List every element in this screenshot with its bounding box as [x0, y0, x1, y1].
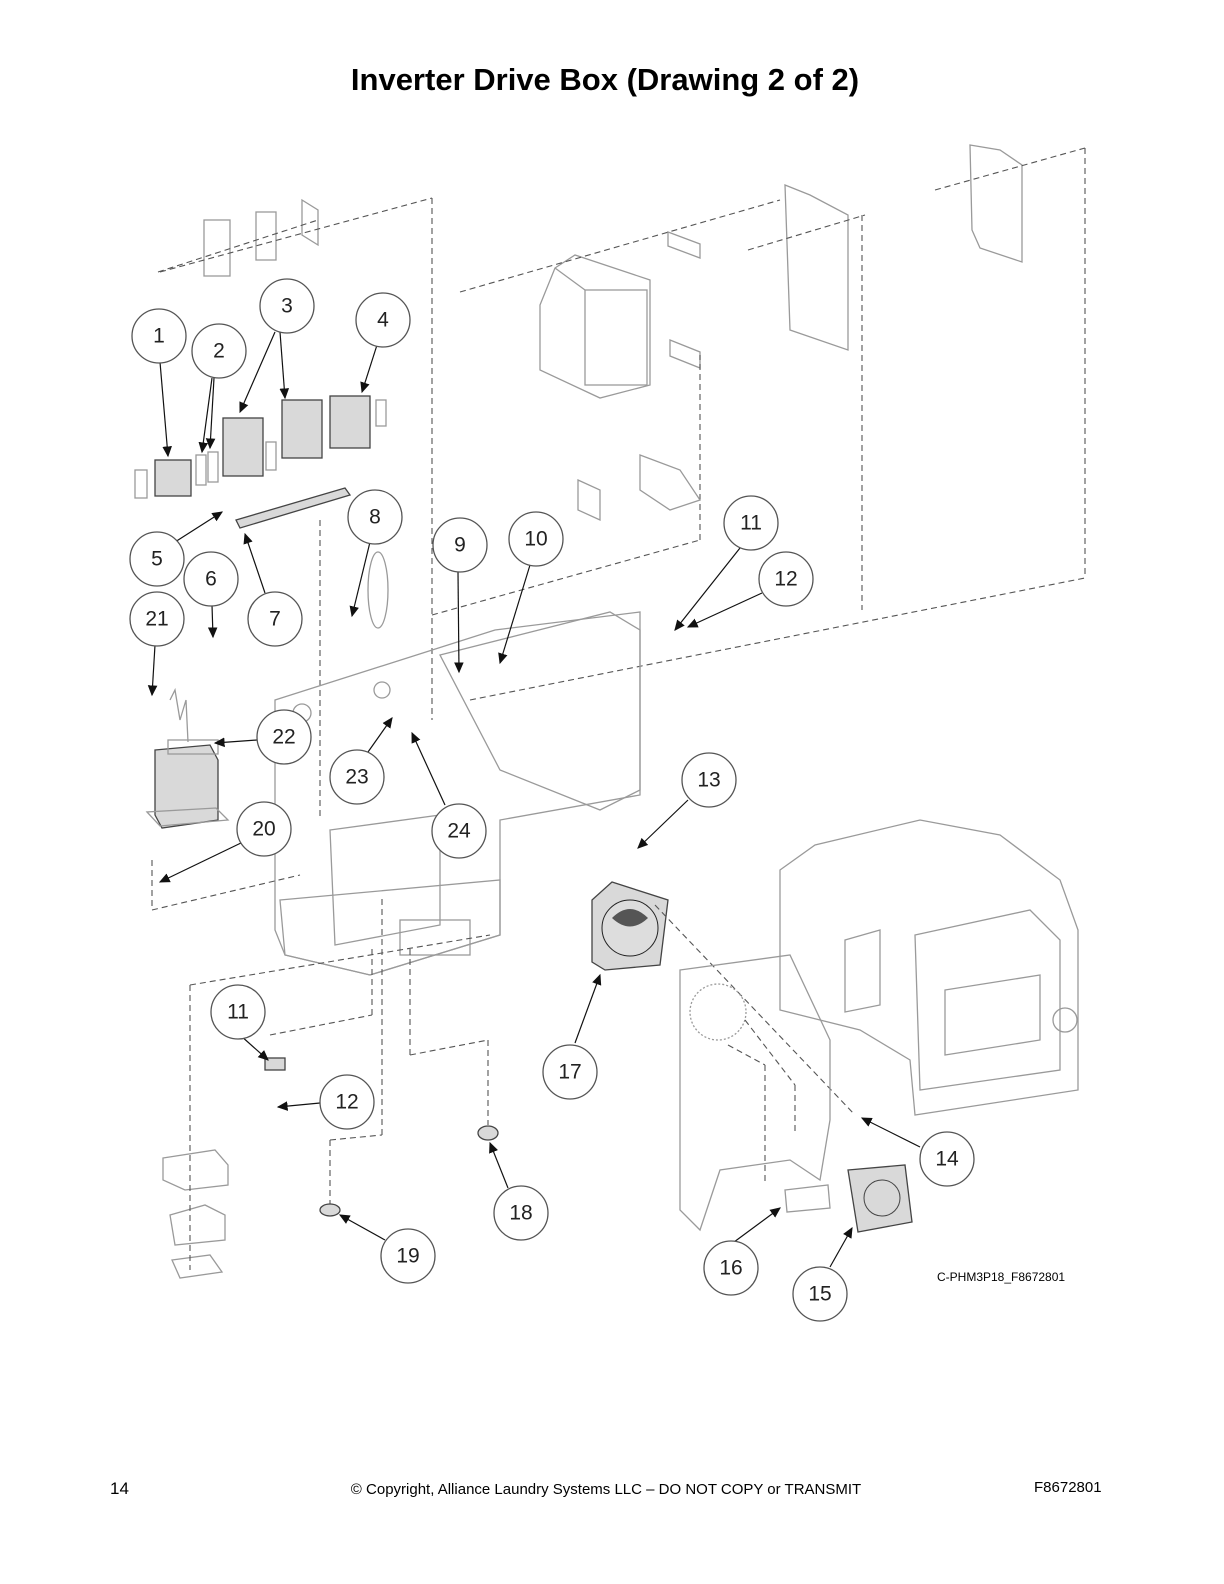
- callout-8: 8: [347, 489, 403, 545]
- transformer: [145, 687, 230, 829]
- inverter-drive-unit: [459, 199, 781, 399]
- svg-text:19: 19: [396, 1245, 419, 1268]
- svg-text:17: 17: [558, 1061, 581, 1084]
- svg-text:21: 21: [145, 608, 168, 631]
- callout-21: 21: [129, 591, 185, 647]
- callout-10: 10: [508, 511, 564, 567]
- svg-text:12: 12: [335, 1091, 358, 1114]
- svg-text:5: 5: [151, 548, 163, 571]
- svg-text:12: 12: [774, 568, 797, 591]
- callout-1: 1: [131, 308, 187, 364]
- callout-18: 18: [493, 1185, 549, 1241]
- svg-text:2: 2: [213, 340, 225, 363]
- svg-text:18: 18: [509, 1202, 532, 1225]
- svg-text:7: 7: [269, 608, 281, 631]
- svg-text:1: 1: [153, 325, 165, 348]
- terminal-block-parts-top-left: [157, 198, 319, 277]
- callout-11: 11: [723, 495, 779, 551]
- cooling-fan: [591, 881, 856, 1116]
- svg-text:13: 13: [697, 769, 720, 792]
- callout-3: 3: [259, 278, 315, 334]
- lower-left-parts: [151, 860, 499, 1279]
- page-title: Inverter Drive Box (Drawing 2 of 2): [350, 62, 860, 97]
- svg-text:11: 11: [227, 1001, 249, 1024]
- dryer-cabinet: [679, 819, 1079, 1232]
- callout-12-lower: 12: [319, 1074, 375, 1130]
- callout-24: 24: [431, 803, 487, 859]
- page-number: 14: [110, 1479, 129, 1498]
- contactor-row: [134, 395, 387, 529]
- callout-5: 5: [129, 531, 185, 587]
- svg-text:22: 22: [272, 726, 295, 749]
- callout-13: 13: [681, 752, 737, 808]
- callout-16: 16: [703, 1240, 759, 1296]
- svg-text:23: 23: [345, 766, 368, 789]
- svg-text:20: 20: [252, 818, 275, 841]
- callout-4: 4: [355, 292, 411, 348]
- svg-text:3: 3: [281, 295, 293, 318]
- drive-box-chassis: [189, 611, 641, 986]
- svg-text:8: 8: [369, 506, 381, 529]
- svg-text:11: 11: [740, 512, 762, 535]
- mounting-bracket-right: [747, 144, 1086, 610]
- svg-text:24: 24: [447, 820, 471, 843]
- callout-11-lower: 11: [210, 984, 266, 1040]
- callout-2: 2: [191, 323, 247, 379]
- callout-15: 15: [792, 1266, 848, 1322]
- svg-text:6: 6: [205, 568, 217, 591]
- copyright-notice: © Copyright, Alliance Laundry Systems LL…: [350, 1481, 862, 1498]
- svg-text:9: 9: [454, 534, 466, 557]
- callout-9: 9: [432, 517, 488, 573]
- drawing-reference-code: C-PHM3P18_F8672801: [937, 1270, 1066, 1284]
- callout-17: 17: [542, 1044, 598, 1100]
- callout-23: 23: [329, 749, 385, 805]
- callout-14: 14: [919, 1131, 975, 1187]
- svg-text:4: 4: [377, 309, 389, 332]
- svg-text:16: 16: [719, 1257, 742, 1280]
- svg-text:14: 14: [935, 1148, 959, 1171]
- document-number: F8672801: [1034, 1479, 1102, 1496]
- callout-6: 6: [183, 551, 239, 607]
- svg-text:10: 10: [524, 528, 547, 551]
- callout-7: 7: [247, 591, 303, 647]
- callout-22: 22: [256, 709, 312, 765]
- callout-19: 19: [380, 1228, 436, 1284]
- svg-text:15: 15: [808, 1283, 831, 1306]
- callout-20: 20: [236, 801, 292, 857]
- callout-12: 12: [758, 551, 814, 607]
